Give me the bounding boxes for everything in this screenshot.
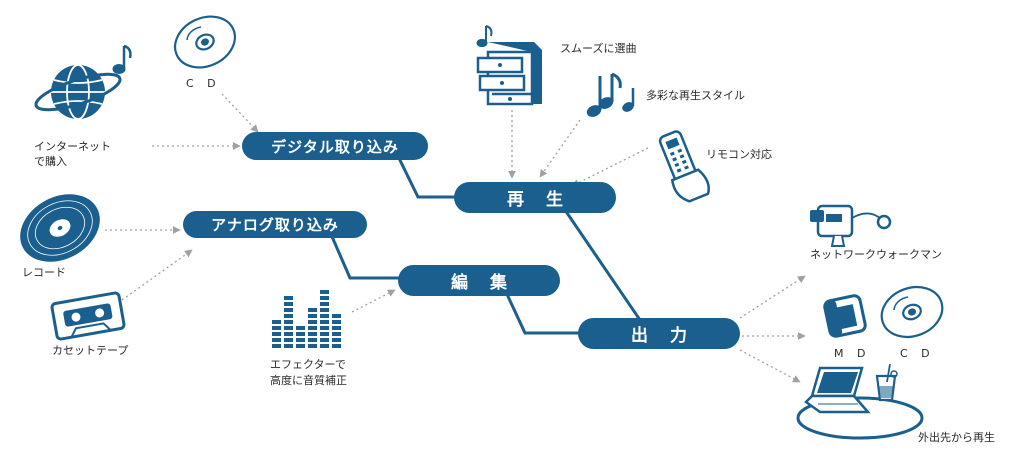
label-network-walkman: ネットワークウォークマン [810,248,942,261]
node-playback: 再 生 [454,182,616,213]
equalizer-bar-segment [272,338,281,342]
arrow-output-to-laptop [739,349,801,383]
remote-control-icon [658,130,710,203]
equalizer-bar-segment [308,338,317,342]
equalizer-bar-segment [320,302,329,306]
equalizer-bar-segment [272,344,281,348]
equalizer-bar-segment [332,326,341,330]
equalizer-bar-segment [296,344,305,348]
music-note-icon [476,25,493,48]
label-remote-control: リモコン対応 [706,148,772,161]
label-md: M D [834,347,871,360]
equalizer-bar-segment [296,338,305,342]
label-various-styles: 多彩な再生スタイル [646,89,745,102]
equalizer-bar-segment [320,308,329,312]
equalizer-bar-segment [284,338,293,342]
equalizer-bar-segment [320,314,329,318]
arrow-remote-to-playback [571,147,649,187]
equalizer-bar-segment [272,320,281,324]
label-cd-top: C D [186,77,221,90]
equalizer-bar-segment [284,326,293,330]
equalizer-bar-segment [284,308,293,312]
drawer-cabinet-icon [476,42,542,106]
equalizer-bar-segment [284,332,293,336]
laptop-icon [796,366,924,440]
equalizer-bar-segment [320,320,329,324]
music-note-icon [112,44,132,74]
globe-icon [34,64,122,120]
network-walkman-icon [810,204,892,247]
arrow-output-to-walkman [739,275,806,319]
node-edit: 編 集 [398,265,560,296]
label-internet-purchase-line2: で購入 [34,155,67,168]
label-effector-line2: 高度に音質補正 [270,374,347,387]
equalizer-bar-segment [320,290,329,294]
musical-notes-icon [586,72,635,117]
equalizer-bar-segment [332,344,341,348]
equalizer-bar-segment [308,308,317,312]
equalizer-bar-segment [296,326,305,330]
equalizer-bar-segment [332,332,341,336]
label-internet-purchase-line1: インターネット [34,140,111,153]
equalizer-bar-segment [272,326,281,330]
line-digital-to-playback [393,149,460,199]
equalizer-bar-segment [284,344,293,348]
equalizer-bar-segment [332,320,341,324]
equalizer-bar-segment [320,326,329,330]
node-output: 出 力 [578,318,740,349]
equalizer-bar-segment [320,296,329,300]
line-playback-to-output [563,209,642,321]
line-edit-to-output [503,289,585,335]
label-play-outside: 外出先から再生 [918,431,995,444]
drink-glass-icon [875,363,898,402]
equalizer-bar-segment [308,320,317,324]
label-cassette-tape: カセットテープ [52,344,129,357]
equalizer-bar-segment [284,320,293,324]
equalizer-bar-segment [320,338,329,342]
minidisc-icon [823,294,867,338]
arrow-cassette-to-analog [121,249,193,301]
node-analog-capture: アナログ取り込み [183,211,367,238]
equalizer-bar-segment [308,326,317,330]
equalizer-bar-segment [284,302,293,306]
label-record: レコード [22,266,66,279]
dotted-arrows [105,93,806,383]
equalizer-bar-segment [296,332,305,336]
label-cd-output: C D [900,347,935,360]
equalizer-bar-segment [308,332,317,336]
arrow-effector-to-edit [351,289,396,313]
label-smooth-selection: スムーズに選曲 [560,42,637,55]
arrow-cd-to-digital [221,93,259,133]
label-effector-line1: エフェクターで [270,358,346,371]
equalizer-bar-segment [332,338,341,342]
vinyl-record-icon [20,194,100,262]
arrow-notes-to-playback [539,119,581,178]
equalizer-bar-segment [332,314,341,318]
equalizer-bar-segment [320,332,329,336]
node-digital-capture: デジタル取り込み [242,132,428,160]
cd-icon [880,285,944,339]
equalizer-bar-segment [308,314,317,318]
equalizer-bar-segment [320,344,329,348]
cd-icon [174,15,236,69]
line-analog-to-edit [328,231,400,280]
cassette-tape-icon [50,291,126,341]
equalizer-bar-segment [284,314,293,318]
equalizer-bar-segment [308,344,317,348]
connector-lines [328,149,642,335]
equalizer-bar-segment [272,332,281,336]
equalizer-bar-segment [284,296,293,300]
equalizer-icon [272,290,341,348]
